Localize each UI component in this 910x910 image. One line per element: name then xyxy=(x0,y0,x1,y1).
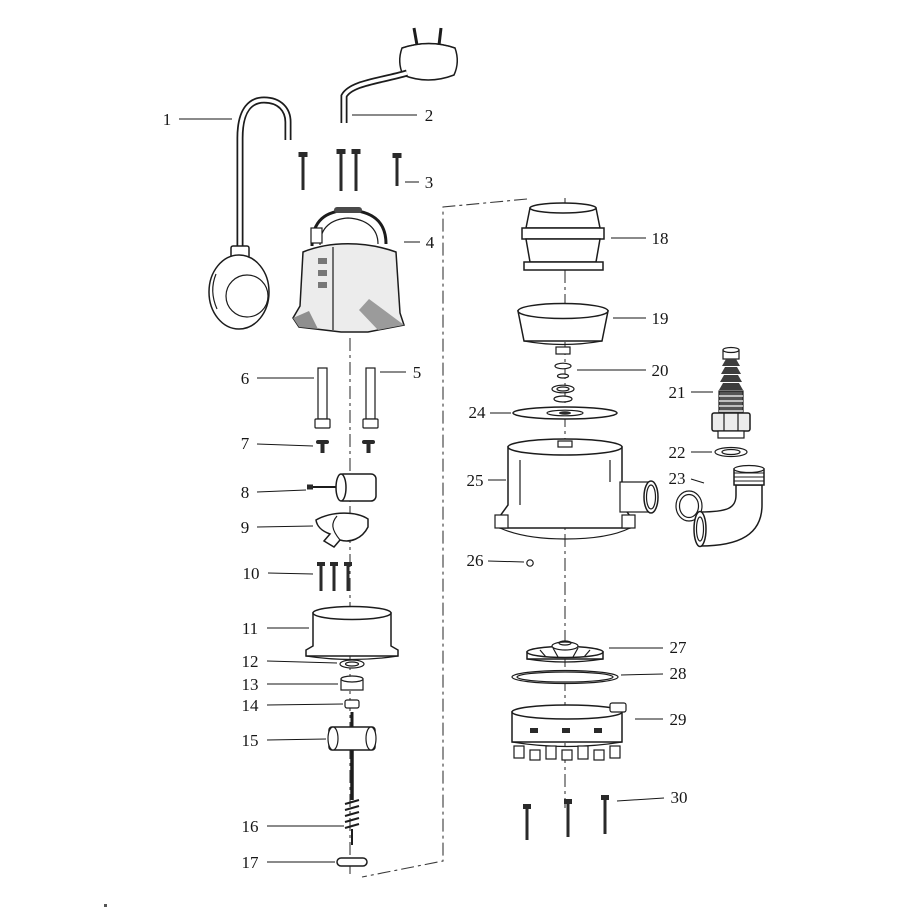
leader-9 xyxy=(256,525,314,528)
part-hose-coupling xyxy=(521,202,605,271)
part-bracket xyxy=(315,512,369,548)
callout-9: 9 xyxy=(241,518,250,537)
leader-23 xyxy=(690,478,705,484)
callout-5: 5 xyxy=(413,363,422,382)
callout-27: 27 xyxy=(670,638,688,657)
part-power-plug xyxy=(340,27,458,123)
callout-2: 2 xyxy=(425,106,434,125)
part-suction-base xyxy=(511,702,627,761)
callout-7: 7 xyxy=(241,434,250,453)
callout-14: 14 xyxy=(242,696,260,715)
part-shaft-spring xyxy=(344,750,360,845)
callouts: 1 2 3 4 5 6 7 8 9 10 11 12 13 14 15 16 1… xyxy=(163,106,713,872)
leader-26 xyxy=(487,560,525,563)
callout-15: 15 xyxy=(242,731,259,750)
part-small-screws xyxy=(317,562,352,591)
part-flat-washer xyxy=(714,446,748,458)
leader-30 xyxy=(616,797,665,802)
callout-21: 21 xyxy=(669,383,686,402)
part-spacer xyxy=(344,699,360,709)
part-stator-cup xyxy=(305,605,399,661)
part-bolt-right xyxy=(362,367,379,429)
part-washer-ring xyxy=(339,659,365,669)
part-o-ring xyxy=(675,490,703,522)
callout-1: 1 xyxy=(163,110,172,129)
callout-26: 26 xyxy=(467,551,484,570)
part-hose-adapter xyxy=(711,346,751,439)
leader-28 xyxy=(620,673,664,676)
callout-20: 20 xyxy=(652,361,669,380)
part-outlet-cap xyxy=(517,302,609,355)
assembly-centerline-connector xyxy=(361,198,528,878)
leader-7 xyxy=(256,443,314,447)
callout-23: 23 xyxy=(669,469,686,488)
part-float-switch xyxy=(208,96,292,330)
callout-17: 17 xyxy=(242,853,260,872)
part-bushing xyxy=(340,675,364,691)
page-speck xyxy=(104,904,107,907)
leader-12 xyxy=(266,660,338,664)
leader-14 xyxy=(266,703,344,706)
callout-11: 11 xyxy=(242,619,258,638)
callout-10: 10 xyxy=(243,564,260,583)
part-bolt-left xyxy=(314,367,331,429)
part-impeller xyxy=(526,640,604,663)
leader-15 xyxy=(266,738,327,741)
callout-16: 16 xyxy=(242,817,259,836)
leader-8 xyxy=(256,489,307,493)
part-pump-body xyxy=(494,438,659,540)
part-housing-screws xyxy=(298,149,402,191)
part-capacitor xyxy=(307,473,377,502)
callout-12: 12 xyxy=(242,652,259,671)
callout-4: 4 xyxy=(426,233,435,252)
part-rotor xyxy=(327,712,377,751)
part-washer-set xyxy=(551,362,575,403)
part-base-screws xyxy=(523,795,609,840)
part-elbow-fitting xyxy=(693,464,765,548)
part-upper-housing xyxy=(292,207,405,333)
part-gasket-ring xyxy=(511,669,619,685)
callout-24: 24 xyxy=(469,403,487,422)
callout-6: 6 xyxy=(241,369,250,388)
callout-3: 3 xyxy=(425,173,434,192)
callout-8: 8 xyxy=(241,483,250,502)
part-seal-plate xyxy=(336,857,368,867)
callout-25: 25 xyxy=(467,471,484,490)
callout-18: 18 xyxy=(652,229,669,248)
callout-28: 28 xyxy=(670,664,687,683)
leader-10 xyxy=(267,572,314,575)
callout-19: 19 xyxy=(652,309,669,328)
callout-29: 29 xyxy=(670,710,687,729)
part-diffuser-plate xyxy=(512,406,618,420)
part-retaining-clips xyxy=(316,440,375,453)
callout-13: 13 xyxy=(242,675,259,694)
callout-22: 22 xyxy=(669,443,686,462)
callout-30: 30 xyxy=(671,788,688,807)
part-pin xyxy=(526,559,534,567)
